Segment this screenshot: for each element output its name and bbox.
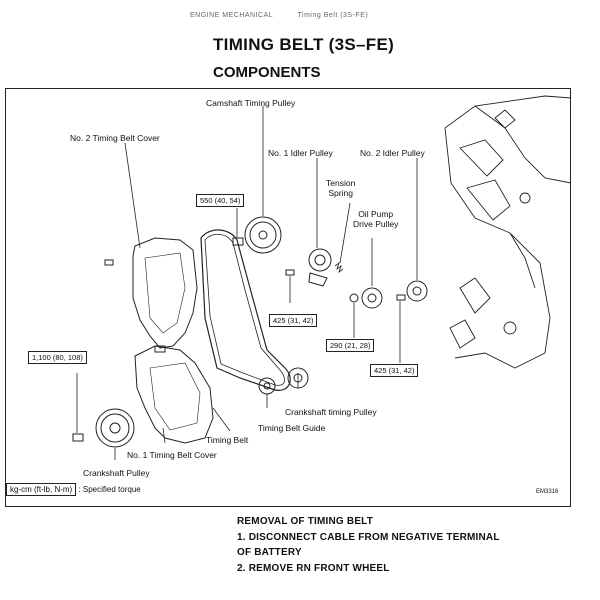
torque-legend: kg-cm (ft-lb, N-m) : Specified torque xyxy=(6,483,141,496)
idler2-illustration xyxy=(396,280,428,302)
torque-oilpump-nut: 290 (21, 28) xyxy=(326,339,375,352)
oil-pump-pulley-illustration xyxy=(349,287,383,309)
instruction-step1-line1: 1. DISCONNECT CABLE FROM NEGATIVE TERMIN… xyxy=(237,532,500,543)
running-header: ENGINE MECHANICAL Timing Belt (3S-FE) xyxy=(190,12,390,19)
label-crankshaft-pulley: Crankshaft Pulley xyxy=(83,468,150,478)
label-no1-idler-pulley: No. 1 Idler Pulley xyxy=(268,148,333,158)
label-timing-belt: Timing Belt xyxy=(206,435,249,445)
instruction-heading: REMOVAL OF TIMING BELT xyxy=(237,516,374,527)
torque-cam-bolt: 550 (40, 54) xyxy=(196,194,245,207)
label-oil-pump-drive-pulley: Oil Pump Drive Pulley xyxy=(353,209,399,229)
label-no1-timing-belt-cover: No. 1 Timing Belt Cover xyxy=(127,450,217,460)
label-no2-idler-pulley: No. 2 Idler Pulley xyxy=(360,148,425,158)
figure-code: EM3316 xyxy=(536,489,559,495)
label-timing-belt-guide: Timing Belt Guide xyxy=(258,423,326,433)
no2-timing-belt-cover xyxy=(132,237,198,349)
instruction-step2: 2. REMOVE RN FRONT WHEEL xyxy=(237,563,390,574)
camshaft-pulley-illustration xyxy=(232,216,282,254)
label-camshaft-timing-pulley: Camshaft Timing Pulley xyxy=(206,98,296,108)
page-title: TIMING BELT (3S–FE) xyxy=(213,35,395,54)
crankshaft-pulley-illustration xyxy=(72,408,135,448)
header-left: ENGINE MECHANICAL xyxy=(190,12,274,19)
no1-timing-belt-cover xyxy=(134,345,214,444)
label-no2-timing-belt-cover: No. 2 Timing Belt Cover xyxy=(70,133,160,143)
torque-crank-bolt: 1,100 (80, 108) xyxy=(28,351,87,364)
page-subtitle: COMPONENTS xyxy=(213,64,321,81)
engine-block-illustration xyxy=(444,95,571,369)
torque-idler1-bolt: 425 (31, 42) xyxy=(269,314,318,327)
instruction-step1-line2: OF BATTERY xyxy=(237,547,302,558)
torque-idler2-bolt: 425 (31, 42) xyxy=(370,364,419,377)
exploded-view-diagram xyxy=(72,95,571,460)
legend-text: : Specified torque xyxy=(78,485,141,494)
idler1-illustration xyxy=(285,248,344,287)
timing-belt xyxy=(200,229,291,391)
header-right: Timing Belt (3S-FE) xyxy=(297,12,369,19)
label-crankshaft-timing-pulley: Crankshaft timing Pulley xyxy=(285,407,377,417)
label-tension-spring: Tension Spring xyxy=(326,178,356,198)
legend-unit-box: kg-cm (ft-lb, N-m) xyxy=(6,483,77,496)
diagram-frame xyxy=(5,88,571,507)
